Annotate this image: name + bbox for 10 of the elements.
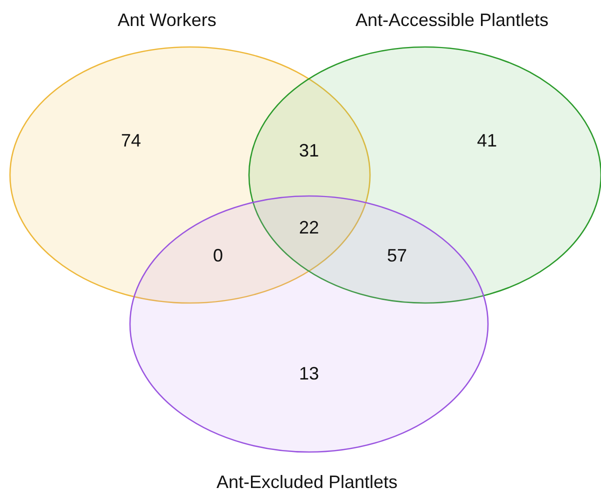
region-count: 41 xyxy=(476,130,498,152)
set-label: Ant Workers xyxy=(118,10,216,31)
region-count: 31 xyxy=(298,140,320,162)
region-count: 74 xyxy=(120,130,142,152)
region-count: 13 xyxy=(298,364,320,384)
region-count: 22 xyxy=(298,218,320,238)
set-label: Ant-Excluded Plantlets xyxy=(216,472,398,493)
region-count: 0 xyxy=(213,246,223,266)
set-label: Ant-Accessible Plantlets xyxy=(355,10,549,31)
region-count: 57 xyxy=(386,246,408,266)
